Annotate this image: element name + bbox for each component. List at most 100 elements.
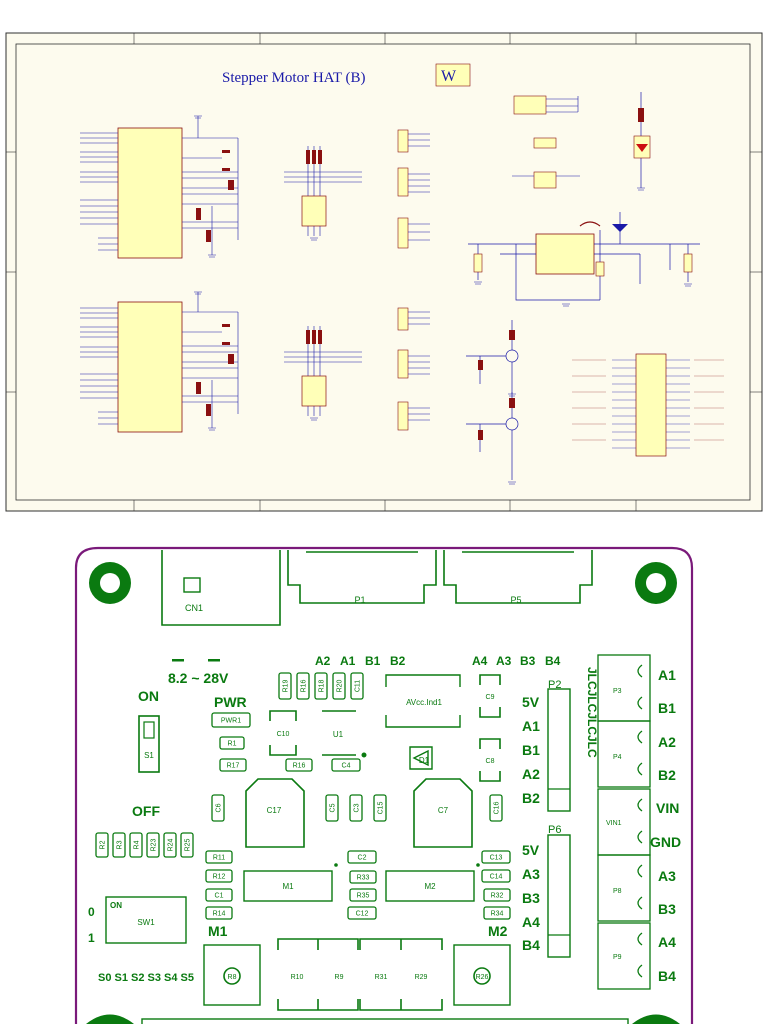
part-label-r16-b: R16 <box>293 763 306 770</box>
part-c9: C9 <box>479 674 501 718</box>
driver-chip-m1 <box>243 870 333 902</box>
top-channel-b3: B3 <box>520 654 536 668</box>
part-label-c14: C14 <box>490 874 503 881</box>
part-label-c10: C10 <box>277 731 290 738</box>
pcb-layout: CN1 P1 P5 8.2 ~ 28V ON S1 OFF PWR PWR1R1… <box>74 546 694 1024</box>
right-pin-a3: A3 <box>658 868 676 884</box>
part-r16-b: R16 <box>285 758 313 772</box>
part-r12: R12 <box>205 869 233 883</box>
top-channel-a1: A1 <box>340 654 356 668</box>
part-r32: R32 <box>483 888 511 902</box>
part-c2: C2 <box>347 850 377 864</box>
p2-header <box>547 688 571 812</box>
p2-pin-b2: B2 <box>522 790 540 806</box>
p3-label: P3 <box>613 688 622 695</box>
diode-d1 <box>409 746 433 770</box>
right-pin-b2: B2 <box>658 767 676 783</box>
d1-label: D1 <box>419 756 430 765</box>
driver-chip-m2 <box>385 870 475 902</box>
capacitor-c17 <box>245 778 305 848</box>
power-switch-s1 <box>138 715 160 773</box>
power-switch-knob <box>143 721 155 739</box>
part-label-r17: R17 <box>227 763 240 770</box>
minus-mark <box>172 659 184 662</box>
p2-pin-labels: 5V A1 B1 A2 B2 <box>522 694 540 806</box>
c7-label: C7 <box>438 806 449 815</box>
plus-mark <box>208 659 220 662</box>
capacitor-c7 <box>413 778 473 848</box>
part-label-r19: R19 <box>283 679 290 692</box>
part-r19: R19 <box>278 672 292 700</box>
sw1-zero-label: 0 <box>88 905 95 919</box>
sw1-one-label: 1 <box>88 931 95 945</box>
part-r11: R11 <box>205 850 233 864</box>
part-label-r20: R20 <box>337 679 344 692</box>
part-label-r35: R35 <box>357 893 370 900</box>
dip-switch-1 <box>284 146 362 236</box>
s1-label: S1 <box>144 751 154 760</box>
driver-ic-m1 <box>80 116 239 259</box>
part-c5: C5 <box>325 794 339 822</box>
logo-letter: W <box>441 68 457 85</box>
part-label-c8: C8 <box>486 758 495 765</box>
part-r18: R18 <box>314 672 328 700</box>
power-led <box>633 92 651 188</box>
part-r33: R33 <box>349 870 377 884</box>
part-c1: C1 <box>205 888 233 902</box>
m1-label: M1 <box>208 923 228 939</box>
right-pin-b4: B4 <box>658 968 676 984</box>
p6-pin-labels: 5V A3 B3 A4 B4 <box>522 842 540 953</box>
terminal-blocks <box>597 654 651 990</box>
part-label-r14: R14 <box>213 911 226 918</box>
right-pin-vin: VIN <box>656 800 679 816</box>
part-label-r16: R16 <box>301 679 308 692</box>
m1-pin1-dot <box>334 863 338 867</box>
p5-connector <box>443 550 593 604</box>
right-pin-labels: A1 B1 A2 B2 VIN GND A3 B3 A4 B4 <box>650 667 681 984</box>
part-r3: R3 <box>112 832 126 858</box>
right-pin-a4: A4 <box>658 934 676 950</box>
top-right-connectors <box>512 95 580 189</box>
p2-pin-b1: B1 <box>522 742 540 758</box>
voltage-label: 8.2 ~ 28V <box>168 670 229 686</box>
part-label-r18: R18 <box>319 679 326 692</box>
r10-label: R10 <box>291 974 304 981</box>
top-channel-b1: B1 <box>365 654 381 668</box>
top-channel-a4: A4 <box>472 654 488 668</box>
cn1-connector <box>161 550 281 626</box>
switch-on-label: ON <box>138 688 159 704</box>
right-pin-a2: A2 <box>658 734 676 750</box>
top-channel-a3: A3 <box>496 654 512 668</box>
p2-pin-5v: 5V <box>522 694 540 710</box>
part-r23: R23 <box>146 832 160 858</box>
part-r34: R34 <box>483 906 511 920</box>
p9-label: P9 <box>613 954 622 961</box>
part-label-c1: C1 <box>215 893 224 900</box>
r8-label: R8 <box>228 974 237 981</box>
vin1-label: VIN1 <box>606 820 622 827</box>
part-r2: R2 <box>95 832 109 858</box>
part-label-r12: R12 <box>213 874 226 881</box>
gpio-header-footprint <box>141 1018 629 1024</box>
p6-pin-b3: B3 <box>522 890 540 906</box>
schematic-sheet: Stepper Motor HAT (B) W <box>5 32 763 512</box>
u1-label: U1 <box>333 730 344 739</box>
part-label-c3: C3 <box>354 803 361 812</box>
part-label-r25: R25 <box>185 838 192 851</box>
m2-pin1-dot <box>476 863 480 867</box>
p1-label: P1 <box>354 595 365 605</box>
part-r14: R14 <box>205 906 233 920</box>
right-pin-b1: B1 <box>658 700 676 716</box>
p1-connector <box>287 550 437 604</box>
part-label-c13: C13 <box>490 855 503 862</box>
part-c3: C3 <box>349 794 363 822</box>
part-label-r3: R3 <box>117 840 124 849</box>
regulator-u1-footprint <box>322 710 367 758</box>
switch-off-label: OFF <box>132 803 160 819</box>
r9-label: R9 <box>335 974 344 981</box>
part-label-r23: R23 <box>151 838 158 851</box>
part-label-r24: R24 <box>168 838 175 851</box>
r26-label: R26 <box>476 974 489 981</box>
mounting-hole-top-left <box>89 562 131 604</box>
